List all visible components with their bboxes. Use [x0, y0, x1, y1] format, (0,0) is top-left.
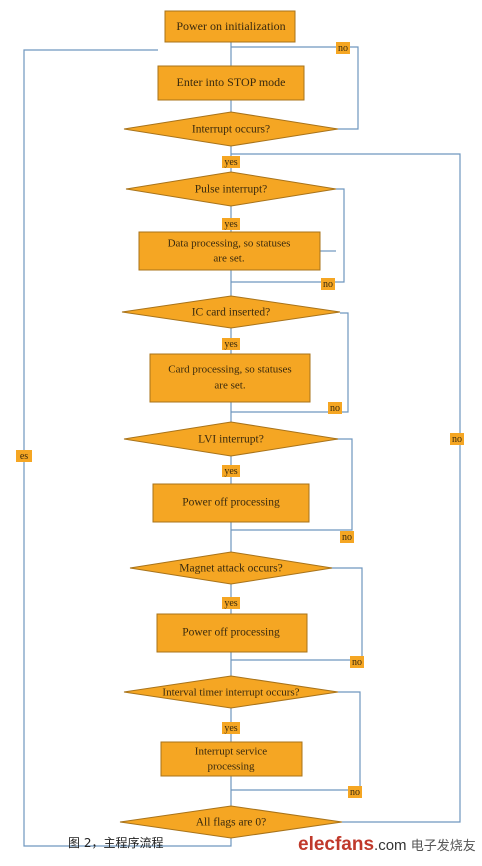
label-power-on-init: Power on initialization	[176, 19, 285, 33]
tag-yes-lvi-bg	[222, 465, 240, 477]
tag-no-flags: no	[452, 434, 462, 445]
tag-yes-timer-bg	[222, 722, 240, 734]
tag-yes-pulse-bg	[222, 218, 240, 230]
diamond-lvi	[123, 421, 339, 457]
label-pulse-q: Pulse interrupt?	[195, 184, 268, 196]
line-interrupt-no-loop	[231, 46, 359, 130]
diamond-magnet	[129, 551, 333, 585]
tag-no-timer: no	[350, 787, 360, 798]
line-magnet-no	[231, 567, 363, 661]
label-flags-q: All flags are 0?	[196, 817, 267, 829]
tag-yes-pulse: yes	[224, 219, 237, 230]
label-ic-q: IC card inserted?	[192, 307, 271, 319]
logo-domain: .com	[374, 837, 407, 854]
tag-no-interrupt: no	[338, 43, 348, 54]
label-data-proc-line2: are set.	[213, 253, 244, 265]
diamond-interrupt	[123, 111, 339, 147]
label-power-off-2: Power off processing	[182, 627, 280, 639]
diamond-ic-card	[121, 295, 341, 329]
tag-yes-ic: yes	[224, 339, 237, 350]
tag-no-pulse: no	[323, 279, 333, 290]
tag-yes-interrupt: yes	[224, 157, 237, 168]
label-card-proc-line1: Card processing, so statuses	[168, 364, 291, 376]
label-magnet-q: Magnet attack occurs?	[179, 563, 282, 575]
line-flags-yes-loop	[23, 49, 232, 847]
box-interrupt-service	[160, 741, 303, 777]
tag-no-ic: no	[330, 403, 340, 414]
tag-no-lvi-bg	[340, 531, 354, 543]
tag-yes-ic-bg	[222, 338, 240, 350]
tag-yes-flags-bg	[16, 450, 32, 462]
label-isr-line1: Interrupt service	[195, 746, 267, 758]
flowchart-shapes	[119, 10, 343, 839]
box-power-off-1	[152, 483, 310, 523]
tag-yes-flags: es	[20, 451, 28, 462]
diamond-all-flags	[119, 805, 343, 839]
tag-no-magnet-bg	[350, 656, 364, 668]
label-lvi-q: LVI interrupt?	[198, 434, 264, 446]
box-power-on-init	[164, 10, 296, 43]
line-pulse-no	[231, 188, 345, 283]
logo-brand: elecfans	[298, 834, 375, 855]
label-data-proc-line1: Data processing, so statuses	[168, 238, 291, 250]
branch-tags: no yes yes no yes no yes no yes no yes no no es	[16, 42, 464, 798]
tag-no-pulse-bg	[321, 278, 335, 290]
diamond-timer	[123, 675, 339, 709]
tag-no-interrupt-bg	[336, 42, 350, 54]
tag-yes-timer: yes	[224, 723, 237, 734]
line-timer-no	[231, 691, 361, 791]
tag-yes-magnet: yes	[224, 598, 237, 609]
label-timer-q: Interval timer interrupt occurs?	[162, 687, 299, 699]
label-stop-mode: Enter into STOP mode	[177, 75, 286, 89]
tag-no-timer-bg	[348, 786, 362, 798]
line-lvi-no	[231, 438, 353, 531]
connector-lines	[23, 42, 461, 847]
line-flags-no-loop	[231, 153, 461, 823]
label-power-off-1: Power off processing	[182, 497, 280, 509]
tag-no-flags-bg	[450, 433, 464, 445]
box-power-off-2	[156, 613, 308, 653]
tag-no-lvi: no	[342, 532, 352, 543]
box-card-processing	[149, 353, 311, 403]
tag-yes-interrupt-bg	[222, 156, 240, 168]
line-ic-no	[231, 312, 349, 413]
diamond-pulse	[125, 171, 337, 207]
box-stop-mode	[157, 65, 305, 101]
tag-no-magnet: no	[352, 657, 362, 668]
box-data-processing	[138, 231, 321, 271]
label-interrupt-q: Interrupt occurs?	[192, 124, 270, 136]
label-card-proc-line2: are set.	[214, 380, 245, 392]
figure-caption: 图 2，主程序流程	[68, 836, 164, 850]
label-isr-line2: processing	[207, 761, 255, 773]
site-logo: elecfans.com 电子发烧友	[298, 834, 476, 856]
tag-yes-lvi: yes	[224, 466, 237, 477]
tag-no-ic-bg	[328, 402, 342, 414]
logo-chinese-text: 电子发烧友	[410, 839, 476, 854]
tag-yes-magnet-bg	[222, 597, 240, 609]
